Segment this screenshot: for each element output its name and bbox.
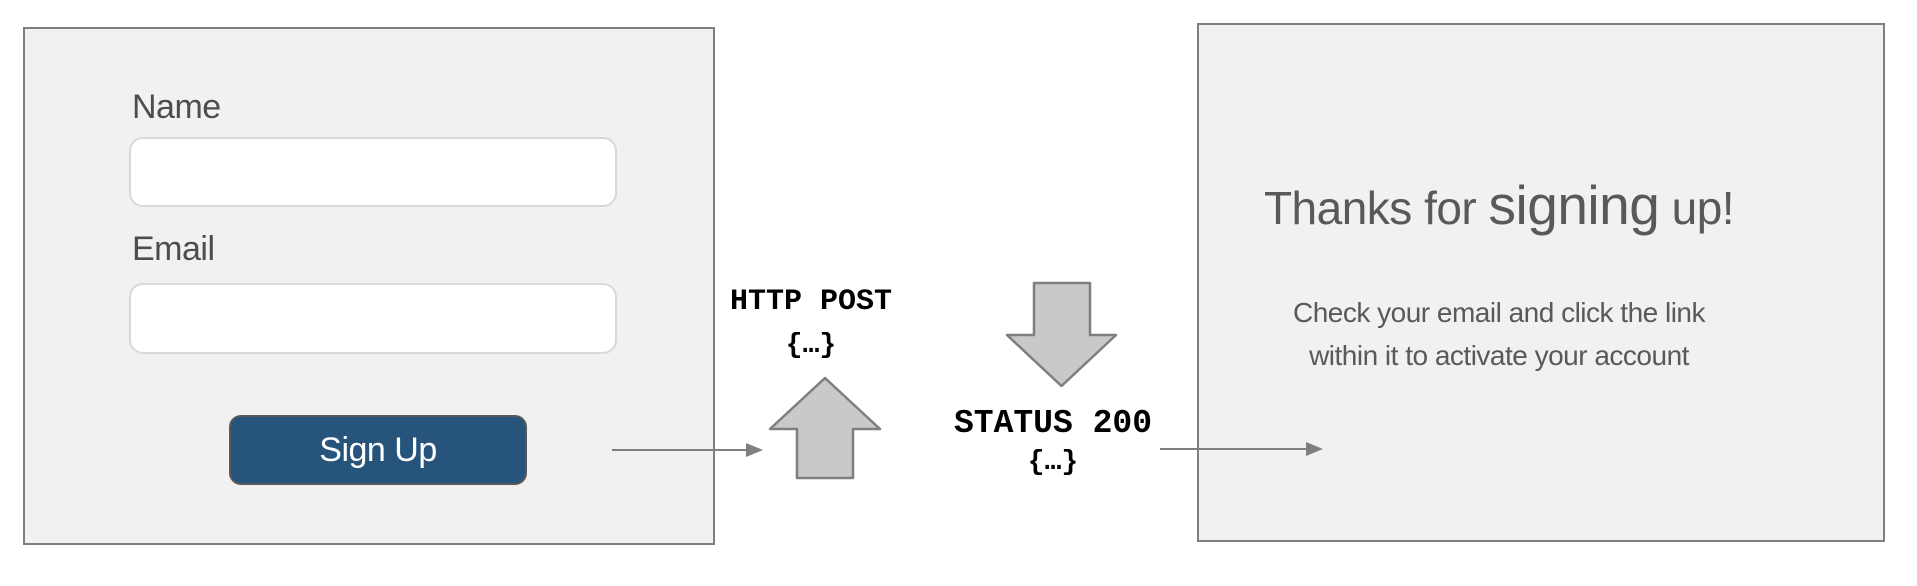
confirmation-heading-prefix: Thanks for: [1263, 182, 1489, 234]
status-200-payload: {…}: [1027, 447, 1079, 478]
confirmation-subtitle-line2: within it to activate your account: [1309, 340, 1689, 371]
name-input[interactable]: [129, 137, 617, 207]
status-200-title: STATUS 200: [953, 405, 1153, 442]
email-input[interactable]: [129, 283, 617, 354]
down-block-arrow-icon: [1005, 281, 1118, 388]
http-post-payload: {…}: [785, 330, 837, 361]
http-post-label-group: HTTP POST {…}: [705, 286, 917, 361]
status-200-label-group: STATUS 200 {…}: [947, 406, 1159, 479]
flow-arrow-form-to-request-icon: [612, 443, 763, 457]
flow-arrow-response-to-confirmation-icon: [1160, 442, 1323, 456]
signup-form-panel: Name Email Sign Up: [23, 27, 715, 545]
confirmation-panel: Thanks for signing up! Check your email …: [1197, 23, 1885, 542]
name-label: Name: [132, 88, 221, 126]
confirmation-heading: Thanks for signing up!: [1219, 173, 1779, 252]
up-block-arrow-icon: [768, 376, 882, 480]
signup-button[interactable]: Sign Up: [229, 415, 527, 485]
confirmation-heading-suffix: up!: [1659, 182, 1735, 234]
confirmation-subtitle: Check your email and click the link with…: [1219, 291, 1779, 377]
http-post-title: HTTP POST: [729, 285, 893, 319]
email-label: Email: [132, 230, 215, 268]
confirmation-subtitle-line1: Check your email and click the link: [1292, 297, 1706, 328]
confirmation-heading-emphasis: signing: [1488, 174, 1660, 236]
